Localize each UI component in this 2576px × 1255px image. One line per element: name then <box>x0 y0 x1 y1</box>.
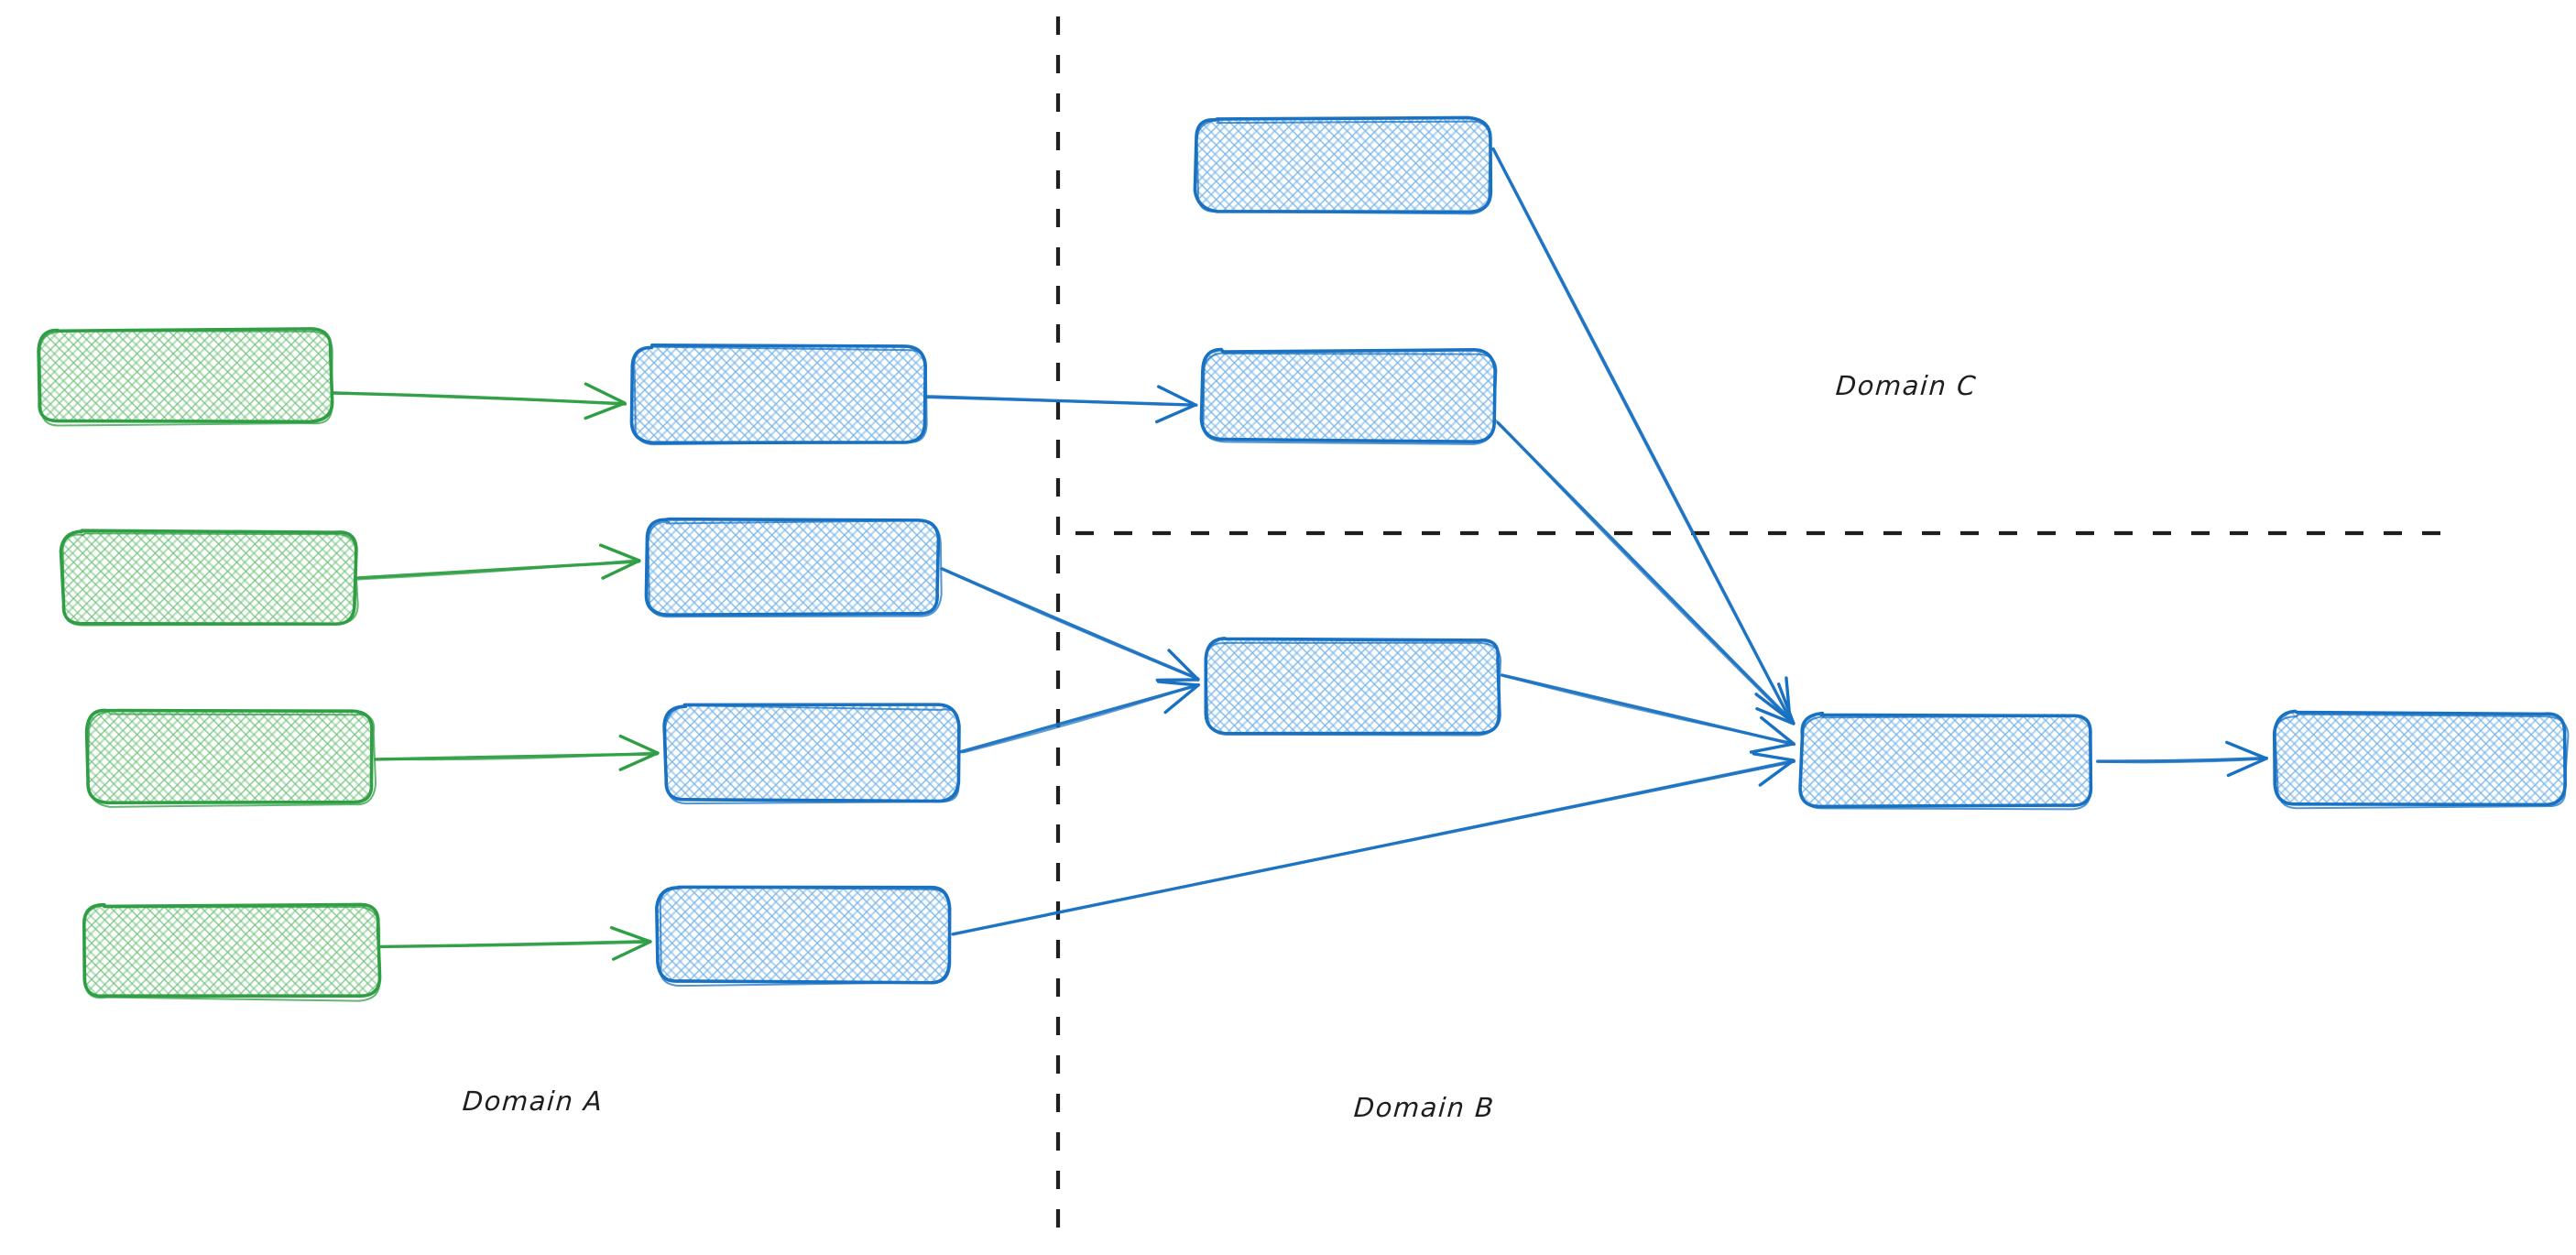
edge-d1-to-d2 <box>1500 673 1796 754</box>
domain-c-node-top-hit[interactable] <box>1196 119 1490 211</box>
domain-a-gateway-node-2-hit[interactable] <box>647 520 938 614</box>
edge-b3-to-d1 <box>959 680 1201 754</box>
domain-b-label: Domain B <box>1352 1092 1496 1123</box>
domain-a-gateway-node-2[interactable] <box>644 517 943 618</box>
domain-a-node-4-hit[interactable] <box>84 905 379 997</box>
domain-a-node-3[interactable] <box>84 708 377 808</box>
domain-a-gateway-node-1-hit[interactable] <box>632 346 925 442</box>
edge-a1-to-b1 <box>330 382 628 420</box>
edge-a2-to-b2 <box>355 543 641 581</box>
domain-dividers <box>1055 16 2450 1239</box>
domain-a-node-2[interactable] <box>59 529 359 627</box>
nodes <box>37 115 2570 1002</box>
domain-a-node-4[interactable] <box>82 902 382 1002</box>
edge-b2-to-d1 <box>940 567 1200 682</box>
domain-c-node-top[interactable] <box>1193 115 1493 215</box>
edge-a4-to-b4 <box>378 926 652 961</box>
domain-b-node-main[interactable] <box>1204 637 1502 737</box>
domain-b-output-node[interactable] <box>2272 709 2570 810</box>
domain-a-gateway-node-4[interactable] <box>655 885 952 988</box>
domain-a-gateway-node-3[interactable] <box>662 703 961 805</box>
domain-a-node-2-hit[interactable] <box>62 531 355 623</box>
domain-b-hub-node-hit[interactable] <box>1801 715 2090 806</box>
edge-c1-to-d2 <box>1491 147 1792 722</box>
domain-a-gateway-node-3-hit[interactable] <box>665 705 958 801</box>
domain-a-node-1-hit[interactable] <box>38 330 332 421</box>
domain-a-node-3-hit[interactable] <box>87 711 373 802</box>
domain-c-node-middle-hit[interactable] <box>1203 351 1494 441</box>
domain-b-node-main-hit[interactable] <box>1206 639 1499 733</box>
domain-c-node-middle[interactable] <box>1199 347 1498 445</box>
edge-d2-to-d3 <box>2096 740 2268 778</box>
edge-c2-to-d2 <box>1494 419 1796 726</box>
domain-a-node-1[interactable] <box>37 327 334 427</box>
domain-c-label: Domain C <box>1834 370 1979 401</box>
domain-b-output-node-hit[interactable] <box>2276 713 2565 804</box>
domain-a-gateway-node-1[interactable] <box>629 344 928 446</box>
edge-a3-to-b3 <box>374 734 660 771</box>
edges <box>330 147 2268 961</box>
domain-b-hub-node[interactable] <box>1798 711 2093 811</box>
domain-a-gateway-node-4-hit[interactable] <box>658 887 949 982</box>
edge-b1-to-c2 <box>925 385 1198 424</box>
domain-a-label: Domain A <box>461 1086 605 1117</box>
edge-b4-to-d2 <box>951 752 1796 936</box>
